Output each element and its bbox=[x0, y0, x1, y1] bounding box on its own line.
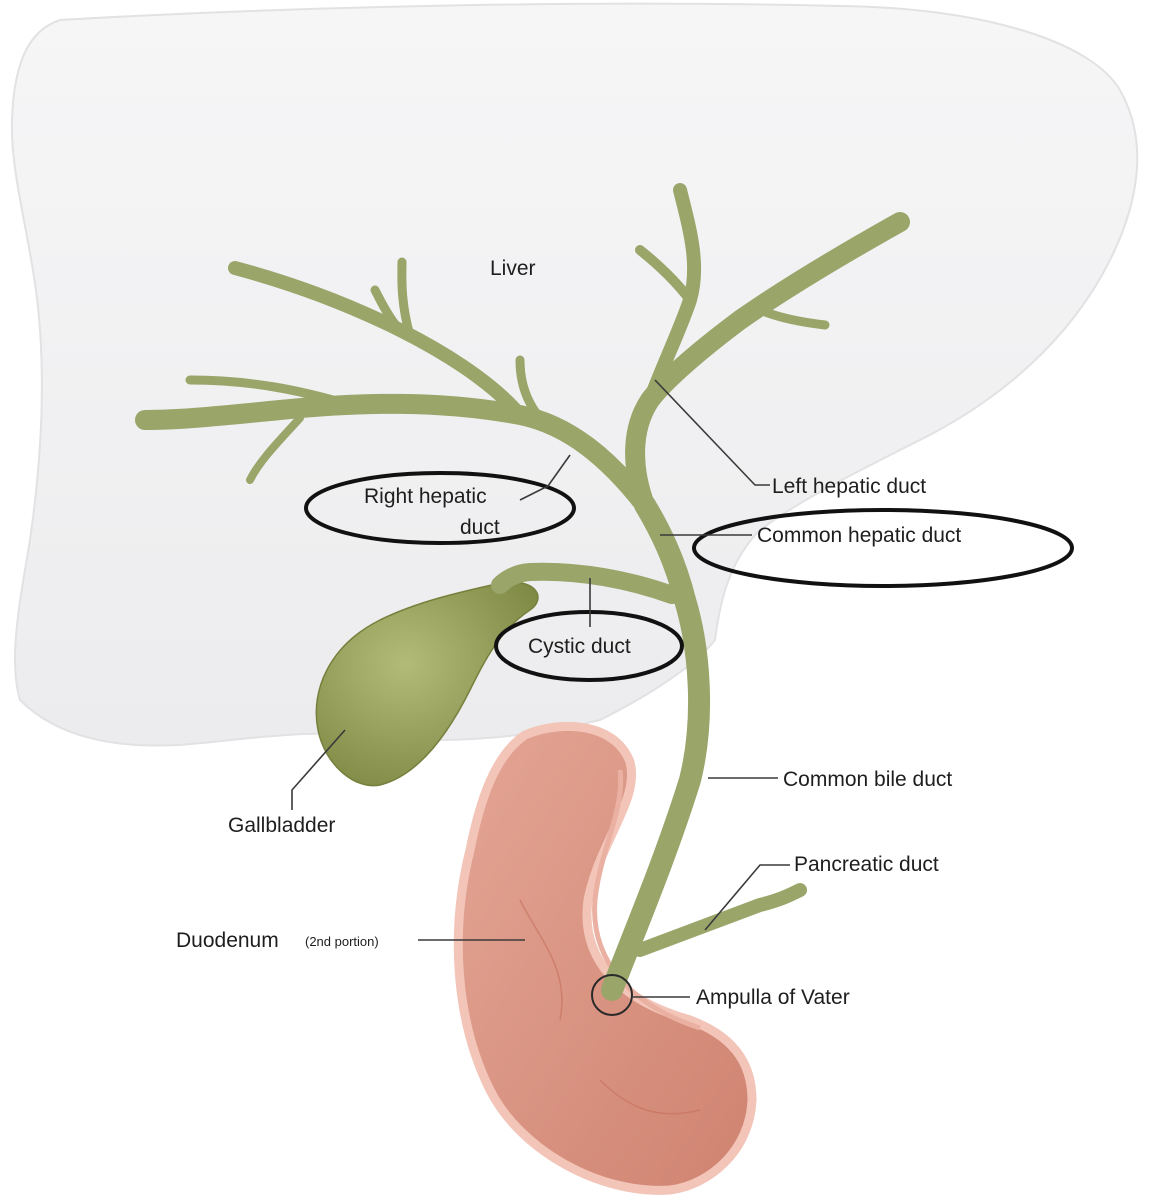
right-hepatic-label-line1: Right hepatic bbox=[364, 485, 487, 508]
duodenum-note: (2nd portion) bbox=[305, 934, 379, 949]
biliary-ducts bbox=[135, 183, 910, 1001]
liver-label: Liver bbox=[490, 257, 536, 280]
common-hepatic-duct-oval bbox=[692, 508, 1074, 588]
duodenum-vessel bbox=[519, 899, 701, 1115]
cystic-duct-label: Cystic duct bbox=[528, 635, 631, 658]
right-hepatic-duct-oval bbox=[304, 471, 576, 545]
right-hepatic-leader bbox=[519, 454, 571, 501]
liver-shape bbox=[10, 2, 1139, 747]
cystic-duct-oval bbox=[494, 610, 684, 682]
gallbladder-leader bbox=[291, 729, 346, 810]
duodenum-label: Duodenum bbox=[176, 929, 279, 952]
duodenum-shape bbox=[453, 721, 757, 1195]
pancreatic-leader bbox=[704, 864, 790, 931]
ampulla-of-vater-circle bbox=[591, 974, 633, 1016]
common-bile-label: Common bile duct bbox=[783, 768, 952, 791]
right-hepatic-label-line2: duct bbox=[460, 516, 500, 539]
duodenum-inner-rim bbox=[592, 769, 701, 1031]
gallbladder-shape bbox=[315, 581, 539, 787]
ampulla-label: Ampulla of Vater bbox=[696, 986, 850, 1009]
left-hepatic-label: Left hepatic duct bbox=[772, 475, 926, 498]
pancreatic-label: Pancreatic duct bbox=[794, 853, 939, 876]
gallbladder-label: Gallbladder bbox=[228, 814, 335, 837]
left-hepatic-leader bbox=[654, 379, 770, 486]
common-hepatic-label: Common hepatic duct bbox=[757, 524, 961, 547]
